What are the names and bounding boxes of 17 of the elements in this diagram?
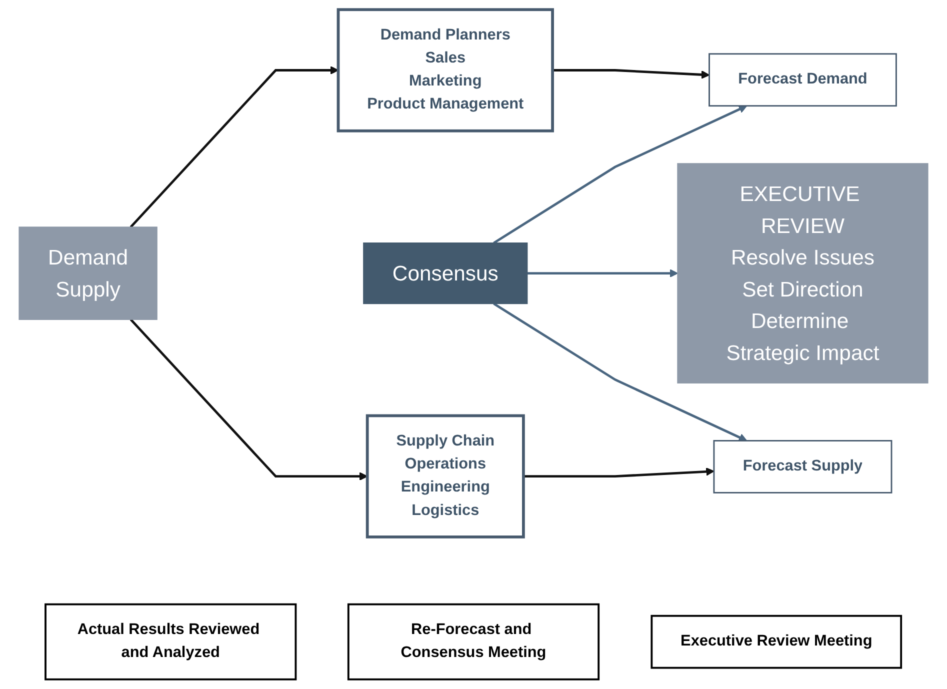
node-box: Consensus xyxy=(363,242,528,304)
arrow xyxy=(493,105,748,244)
arrow xyxy=(527,269,678,278)
arrow xyxy=(552,69,710,79)
node-box: Supply Chain Operations Engineering Logistics xyxy=(366,414,525,538)
node-box: Forecast Supply xyxy=(713,440,892,494)
node-box: Demand Planners Sales Marketing Product Management xyxy=(336,8,554,132)
node-box: Forecast Demand xyxy=(708,53,897,107)
node-box: EXECUTIVE REVIEW Resolve Issues Set Direction Determine Strategic Impact xyxy=(677,163,928,384)
arrow xyxy=(493,302,748,442)
arrow xyxy=(130,66,339,228)
node-box: Re-Forecast and Consensus Meeting xyxy=(347,603,600,680)
node-box: Executive Review Meeting xyxy=(650,614,902,669)
node-box: Demand Supply xyxy=(18,226,158,320)
node-box: Actual Results Reviewed and Analyzed xyxy=(44,603,297,680)
arrow xyxy=(523,467,714,478)
arrow xyxy=(130,318,368,481)
